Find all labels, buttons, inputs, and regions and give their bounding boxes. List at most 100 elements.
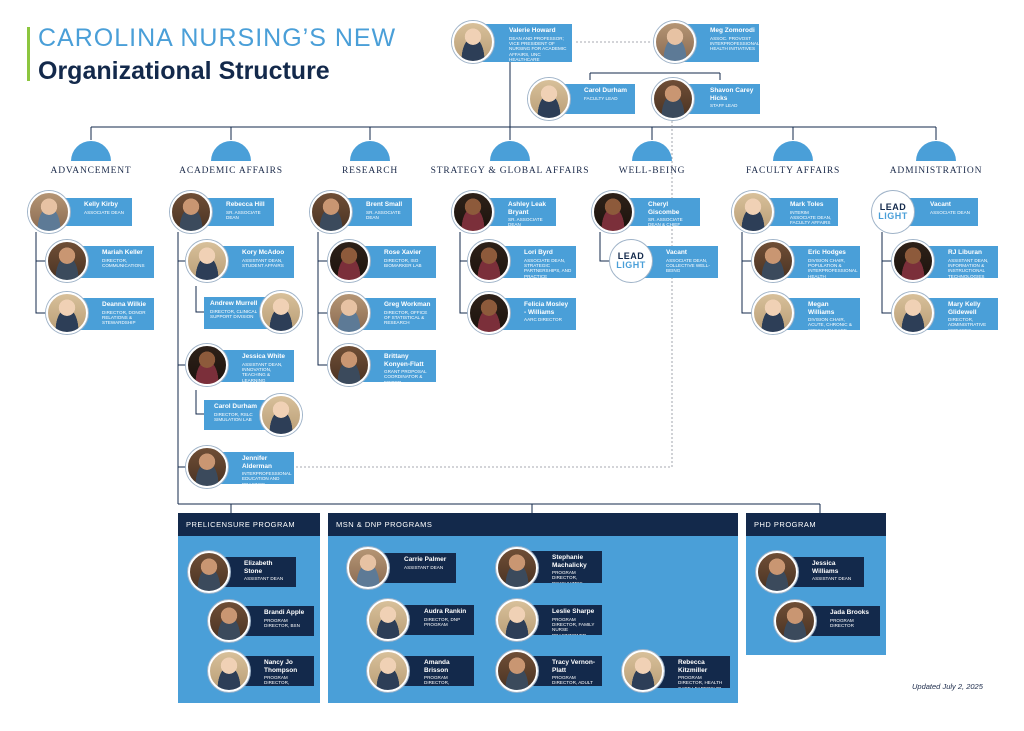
person-name: Deanna Wilkie — [102, 301, 147, 308]
person-photo — [496, 599, 538, 641]
person-photo — [328, 240, 370, 282]
person-role: Assistant Dean, Student Affairs — [242, 257, 284, 268]
person-role: AARC Director — [524, 317, 562, 322]
person-role: Director, RSLC Simulation Lab — [214, 411, 253, 422]
person-role: Interprofessional Education and Practice… — [242, 471, 292, 484]
dept-label-administration: ADMINISTRATION — [889, 166, 983, 176]
person-photo — [28, 191, 70, 233]
person-name: Brittany Konyen-Flatt — [384, 353, 424, 368]
person-name: Jessica White — [242, 353, 285, 360]
msn-dnp-program-title: MSN & DNP PROGRAMS — [328, 513, 738, 536]
person-name: Amanda Brisson — [424, 659, 450, 674]
person-photo — [347, 547, 389, 589]
person-name: Kelly Kirby — [84, 201, 118, 208]
person-role: Division Chair, Population & Interprofes… — [808, 257, 858, 279]
person-photo — [186, 446, 228, 488]
person-role: Associate Dean — [930, 209, 970, 215]
person-role: Sr. Associate Dean — [508, 217, 543, 226]
person-photo — [468, 240, 510, 282]
person-name: Carrie Palmer — [404, 556, 447, 563]
person-photo — [367, 599, 409, 641]
person-photo — [774, 600, 816, 642]
person-name: RJ Liburan — [948, 249, 982, 256]
person-role: Director, Administrative Services — [948, 317, 987, 330]
person-photo — [46, 240, 88, 282]
person-photo — [892, 292, 934, 334]
person-role: Assistant Dean, Innovation, Teaching & L… — [242, 361, 283, 383]
person-photo — [260, 394, 302, 436]
person-role: Program Director, Health Care Leadership… — [678, 675, 723, 688]
person-name: Jada Brooks — [830, 609, 870, 616]
person-role: Assistant Dean — [244, 576, 284, 581]
person-role: Interim Associate Dean, Faculty Affairs — [790, 209, 832, 226]
person-name: Jennifer Alderman — [242, 455, 272, 470]
dept-cap-research — [350, 141, 390, 161]
faculty-lead-name: Carol Durham — [584, 87, 627, 94]
person-name: Felicia Mosley - Williams — [524, 301, 569, 316]
person-name: Mary Kelly Glidewell — [948, 301, 981, 316]
person-name: Nancy Jo Thompson — [264, 659, 298, 674]
person-photo — [732, 191, 774, 233]
logo-text-bottom: LIGHT — [616, 260, 646, 270]
provost-name: Meg Zomorodi — [710, 27, 755, 34]
person-name: Leslie Sharpe — [552, 608, 595, 615]
person-photo — [208, 600, 250, 642]
person-name: Brent Small — [366, 201, 403, 208]
person-name: Vacant — [666, 249, 687, 256]
person-photo — [170, 191, 212, 233]
staff-lead-role: Staff Lead — [710, 103, 738, 108]
person-name: Tracy Vernon-Platt — [552, 659, 595, 674]
person-photo — [622, 650, 664, 692]
dept-cap-administration — [916, 141, 956, 161]
person-photo — [328, 292, 370, 334]
person-role: Assistant Dean, Information & Instructio… — [948, 257, 989, 279]
person-role: Division Chair, Acute, Chronic & Special… — [808, 317, 852, 330]
staff-lead-name: Shavon Carey Hicks — [710, 87, 754, 102]
person-name: Andrew Murrell — [210, 300, 258, 307]
dean-name: Valerie Howard — [509, 27, 556, 34]
person-role: Program Director, Pediatric Primary Care — [424, 675, 450, 686]
person-photo — [186, 240, 228, 282]
person-role: Assistant Dean — [812, 576, 852, 581]
person-photo — [752, 240, 794, 282]
person-role: Assistant Dean — [404, 564, 444, 570]
person-name: Rose Xavier — [384, 249, 422, 256]
dean-role: Dean and Professor; Vice President of Nu… — [509, 35, 567, 63]
person-name: Elizabeth Stone — [244, 560, 273, 575]
dean-card[interactable]: Valerie Howard Dean and Professor; Vice … — [475, 24, 572, 62]
title-accent-bar — [27, 27, 30, 81]
dept-label-strategy: STRATEGY & GLOBAL AFFAIRS — [430, 166, 590, 176]
person-role: Sr. Associate Dean — [366, 209, 401, 220]
person-photo — [496, 547, 538, 589]
updated-date: Updated July 2, 2025 — [912, 682, 983, 691]
person-photo — [496, 650, 538, 692]
dept-label-faculty-affairs: FACULTY AFFAIRS — [745, 166, 841, 176]
dept-label-research: RESEARCH — [341, 166, 399, 176]
person-role: Program Director, Adult Gerontology — [552, 675, 593, 686]
person-photo — [367, 650, 409, 692]
person-name: Mark Toles — [790, 201, 824, 208]
person-role: Director, DNP Program — [424, 616, 461, 627]
faculty-lead-role: Faculty Lead — [584, 95, 618, 101]
person-name: Mariah Keller — [102, 249, 143, 256]
logo-text-top: LEAD — [879, 202, 907, 212]
person-role: Program Director, BSN — [264, 617, 300, 628]
person-role: Program Director — [830, 617, 854, 628]
person-name: Rebecca Hill — [226, 201, 265, 208]
person-photo — [260, 291, 302, 333]
provost-role: Assoc. Provost Interprofessional Health … — [710, 35, 759, 52]
person-photo — [208, 650, 250, 692]
person-photo — [328, 344, 370, 386]
person-role: Program Director, Family Nurse Practitio… — [552, 616, 595, 636]
person-role: Director, Donor Relations & Stewardship — [102, 309, 146, 326]
dept-cap-academic-affairs — [211, 141, 251, 161]
person-photo — [186, 344, 228, 386]
prelicensure-program-title: PRELICENSURE PROGRAM — [178, 513, 320, 536]
person-name: Megan Williams — [808, 301, 835, 316]
person-name: Rebecca Kitzmiller — [678, 659, 708, 674]
logo-text-top: LEAD — [617, 251, 645, 261]
faculty-lead-photo — [528, 78, 570, 120]
person-role: Sr. Associate Dean & Chief Wellness Offi… — [648, 217, 683, 226]
person-photo — [756, 551, 798, 593]
dept-label-advancement: ADVANCEMENT — [50, 166, 132, 176]
